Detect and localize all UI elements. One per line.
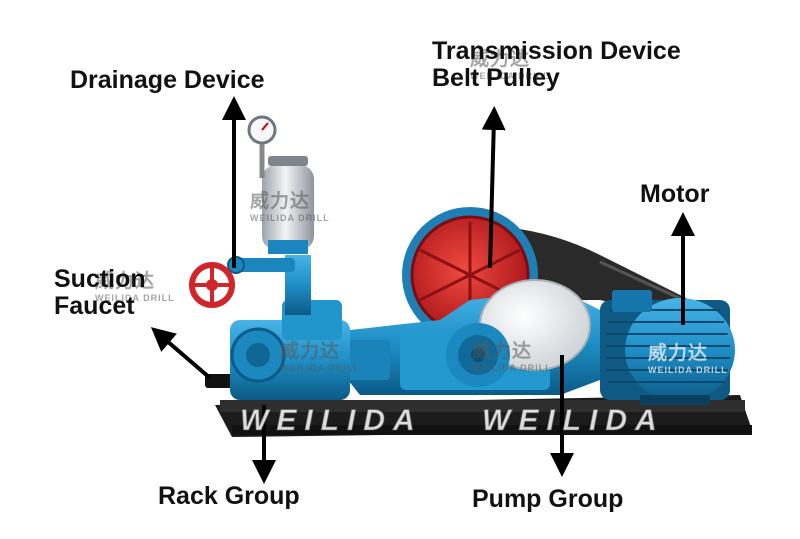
motor: [600, 290, 735, 405]
label-suction-line: Suction: [54, 266, 146, 293]
air-chamber: [262, 156, 314, 254]
fluid-end: [228, 255, 350, 400]
label-transmission-line: Transmission Device: [432, 38, 681, 65]
label-suction-faucet: Suction Faucet: [54, 266, 146, 320]
label-drainage-device: Drainage Device: [70, 68, 265, 93]
label-belt-pulley-line: Belt Pulley: [432, 65, 681, 92]
label-motor: Motor: [640, 182, 709, 207]
arrow-suction: [160, 335, 210, 378]
label-transmission-device: Transmission Device Belt Pulley: [432, 38, 681, 92]
label-faucet-line: Faucet: [54, 293, 146, 320]
label-pump-group: Pump Group: [472, 487, 623, 512]
faucet-handwheel: [192, 265, 232, 305]
label-rack-group: Rack Group: [158, 484, 300, 509]
